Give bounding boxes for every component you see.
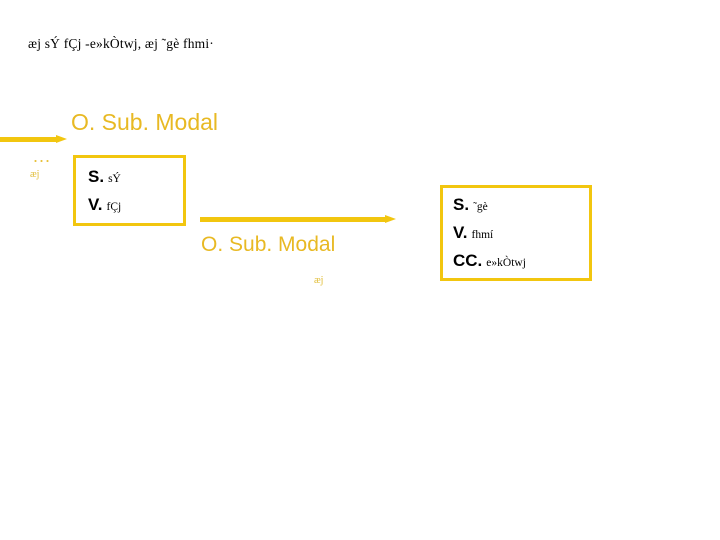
table-row: V.fÇj bbox=[88, 196, 121, 214]
row-tag: V. bbox=[88, 195, 103, 214]
tiny-label-left: æj bbox=[30, 169, 40, 180]
arrow-middle-head bbox=[385, 215, 396, 223]
arrow-left-icon bbox=[0, 135, 67, 144]
arrow-left-shaft bbox=[0, 137, 56, 142]
page-title: O. Sub. Modal bbox=[71, 109, 219, 135]
table-row: V.fhmí bbox=[453, 224, 493, 242]
row-value: sÝ bbox=[108, 173, 121, 185]
right-clause-box: S.˜gè V.fhmí CC.e»kÒtwj bbox=[440, 185, 592, 281]
arrow-left-head bbox=[56, 135, 67, 143]
row-tag: S. bbox=[453, 195, 470, 214]
table-row: CC.e»kÒtwj bbox=[453, 252, 526, 270]
row-tag: CC. bbox=[453, 251, 483, 270]
row-tag: S. bbox=[88, 167, 105, 186]
top-note-text: æj sÝ fÇj -e»kÒtwj, æj ˜gè fhmi· bbox=[28, 36, 215, 51]
row-value: e»kÒtwj bbox=[486, 257, 526, 269]
arrow-middle-icon bbox=[200, 215, 396, 224]
row-value: fhmí bbox=[471, 229, 494, 241]
row-tag: V. bbox=[453, 223, 468, 242]
table-row: S.sÝ bbox=[88, 168, 121, 186]
row-value: fÇj bbox=[106, 201, 122, 213]
row-value: ˜gè bbox=[473, 201, 488, 213]
arrow-middle-shaft bbox=[200, 217, 385, 222]
table-row: S.˜gè bbox=[453, 196, 488, 214]
ellipsis-marker: ... bbox=[33, 146, 52, 166]
left-clause-box: S.sÝ V.fÇj bbox=[73, 155, 186, 226]
middle-title: O. Sub. Modal bbox=[201, 233, 336, 256]
tiny-label-middle: æj bbox=[314, 275, 324, 286]
